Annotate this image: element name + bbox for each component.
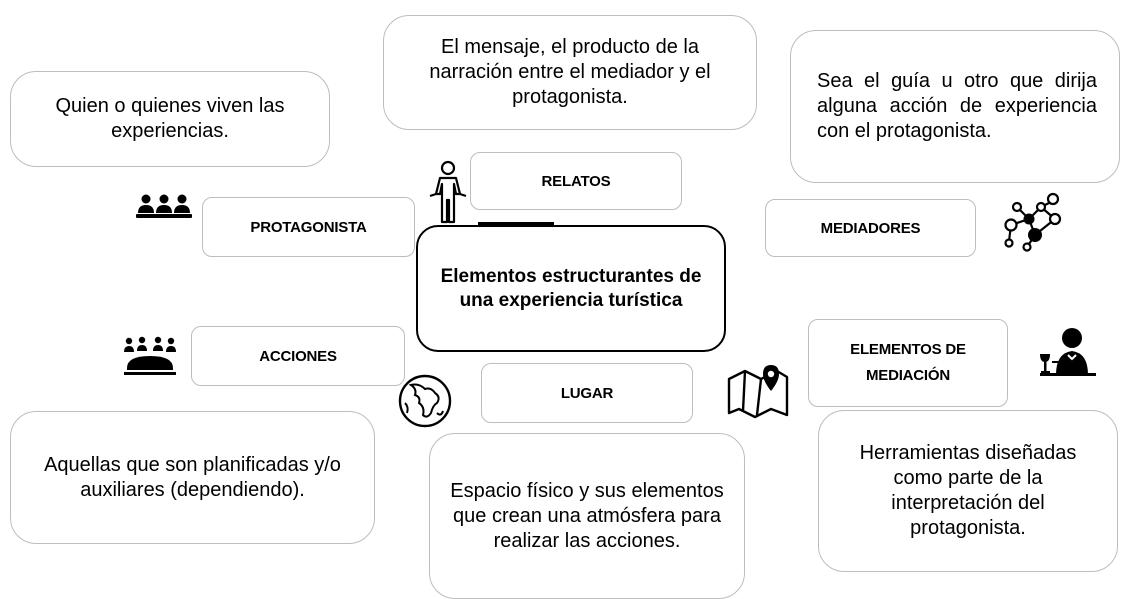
acciones-label-text: ACCIONES [259, 347, 337, 365]
center-accent-line [478, 222, 554, 225]
central-concept-title: Elementos estructurantes de una experien… [440, 265, 702, 311]
person-standing-icon [429, 160, 467, 224]
acciones-description: Aquellas que son planificadas y/o auxili… [10, 411, 375, 544]
elementos-mediacion-description: Herramientas diseñadas como parte de la … [818, 410, 1118, 572]
mediadores-label: MEDIADORES [765, 199, 976, 257]
globe-icon [398, 374, 452, 428]
lugar-description-text: Espacio físico y sus elementos que crean… [450, 479, 724, 552]
acciones-description-text: Aquellas que son planificadas y/o auxili… [44, 453, 341, 501]
lugar-description: Espacio físico y sus elementos que crean… [429, 433, 745, 599]
relatos-label: RELATOS [470, 152, 682, 210]
waiter-icon [1040, 328, 1096, 376]
relatos-description: El mensaje, el producto de la narración … [383, 15, 757, 130]
protagonista-label-text: PROTAGONISTA [250, 218, 367, 236]
protagonista-description: Quien o quienes viven las experiencias. [10, 71, 330, 167]
mediadores-description: Sea el guía u otro que dirija alguna acc… [790, 30, 1120, 183]
elementos-mediacion-label-text: ELEMENTOS DE MEDIACIÓN [850, 341, 966, 384]
relatos-description-text: El mensaje, el producto de la narración … [429, 36, 711, 108]
elementos-mediacion-label: ELEMENTOS DE MEDIACIÓN [808, 319, 1008, 407]
elementos-mediacion-description-text: Herramientas diseñadas como parte de la … [859, 442, 1077, 539]
acciones-label: ACCIONES [191, 326, 405, 386]
central-concept-box: Elementos estructurantes de una experien… [416, 225, 726, 352]
lugar-label-text: LUGAR [560, 384, 614, 402]
mediadores-description-text: Sea el guía u otro que dirija alguna acc… [817, 70, 1097, 142]
map-location-icon [727, 365, 789, 419]
audience-group-icon [124, 336, 176, 375]
mediadores-label-text: MEDIADORES [820, 219, 921, 237]
lugar-label: LUGAR [481, 363, 693, 423]
protagonista-label: PROTAGONISTA [202, 197, 415, 257]
protagonista-description-text: Quien o quienes viven las experiencias. [55, 95, 285, 142]
group-of-people-icon [136, 194, 192, 218]
network-nodes-icon [1004, 192, 1062, 252]
relatos-label-text: RELATOS [541, 172, 611, 190]
